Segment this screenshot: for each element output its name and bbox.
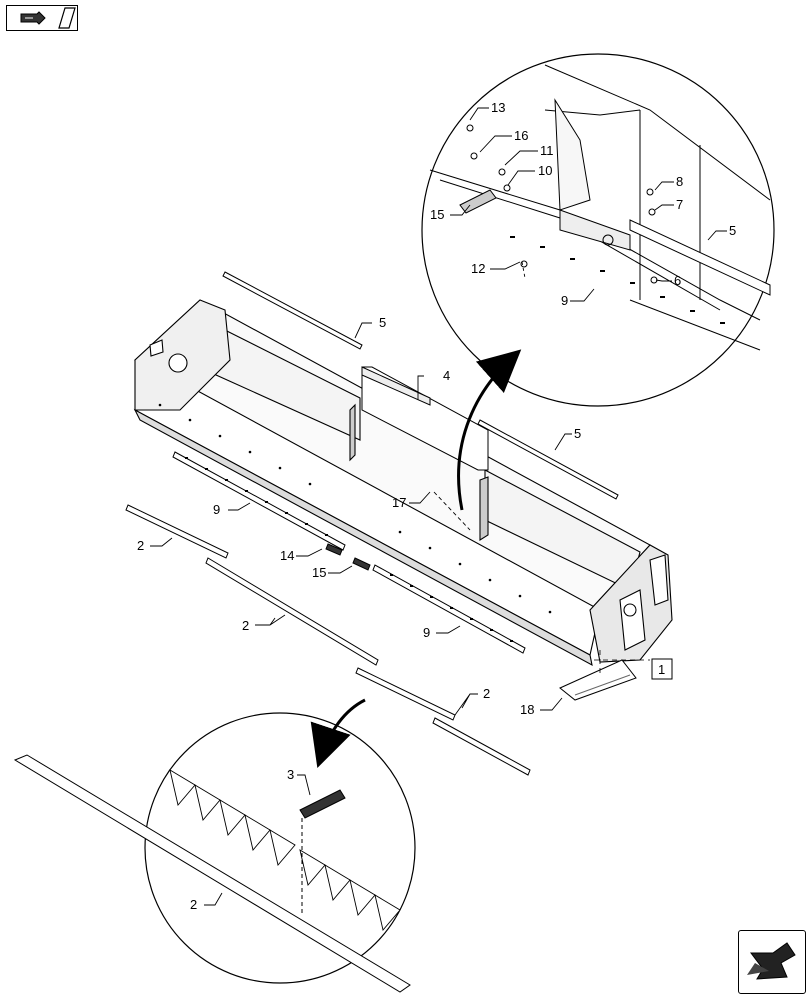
callout-13[interactable]: 13: [491, 100, 505, 115]
callout-11[interactable]: 11: [540, 143, 554, 158]
callout-15[interactable]: 15: [430, 207, 444, 222]
alignment-lines: [594, 650, 650, 675]
detail-circle-upper: [421, 53, 775, 407]
callout-5[interactable]: 5: [379, 315, 386, 330]
previous-page-button[interactable]: [6, 5, 78, 31]
detail-circle-lower: [13, 712, 416, 993]
callout-2[interactable]: 2: [483, 686, 490, 701]
leader-lines: [150, 107, 727, 906]
callout-9[interactable]: 9: [561, 293, 568, 308]
part-9-knife-strips: [172, 451, 526, 654]
callout-4[interactable]: 4: [443, 368, 450, 383]
callout-12[interactable]: 12: [471, 261, 485, 276]
part-18-plate: [559, 659, 637, 701]
arrow-down-left-icon: [747, 942, 796, 980]
callout-6[interactable]: 6: [674, 273, 681, 288]
part-2-strips: [125, 504, 531, 776]
callout-5[interactable]: 5: [729, 223, 736, 238]
callout-16[interactable]: 16: [514, 128, 528, 143]
callout-14[interactable]: 14: [280, 548, 294, 563]
callout-9[interactable]: 9: [213, 502, 220, 517]
callout-3[interactable]: 3: [287, 767, 294, 782]
lower-detail-arrow: [310, 698, 366, 768]
callout-7[interactable]: 7: [676, 197, 683, 212]
part-5-strips: [222, 271, 619, 500]
next-page-button[interactable]: [738, 930, 806, 994]
part-4-cover: [361, 366, 489, 471]
callout-2[interactable]: 2: [190, 897, 197, 912]
parts-14-15-clips: [325, 543, 371, 571]
callout-1[interactable]: 1: [658, 662, 665, 677]
hand-pointing-right-icon: [20, 7, 76, 29]
callout-15[interactable]: 15: [312, 565, 326, 580]
callout-17[interactable]: 17: [392, 495, 406, 510]
callout-18[interactable]: 18: [520, 702, 534, 717]
callout-8[interactable]: 8: [676, 174, 683, 189]
callout-10[interactable]: 10: [538, 163, 552, 178]
upper-detail-arrow: [457, 349, 522, 511]
callout-box-1: [651, 658, 673, 680]
callout-5[interactable]: 5: [574, 426, 581, 441]
callout-2[interactable]: 2: [137, 538, 144, 553]
callout-9[interactable]: 9: [423, 625, 430, 640]
header-frame: [133, 299, 673, 667]
callout-2[interactable]: 2: [242, 618, 249, 633]
